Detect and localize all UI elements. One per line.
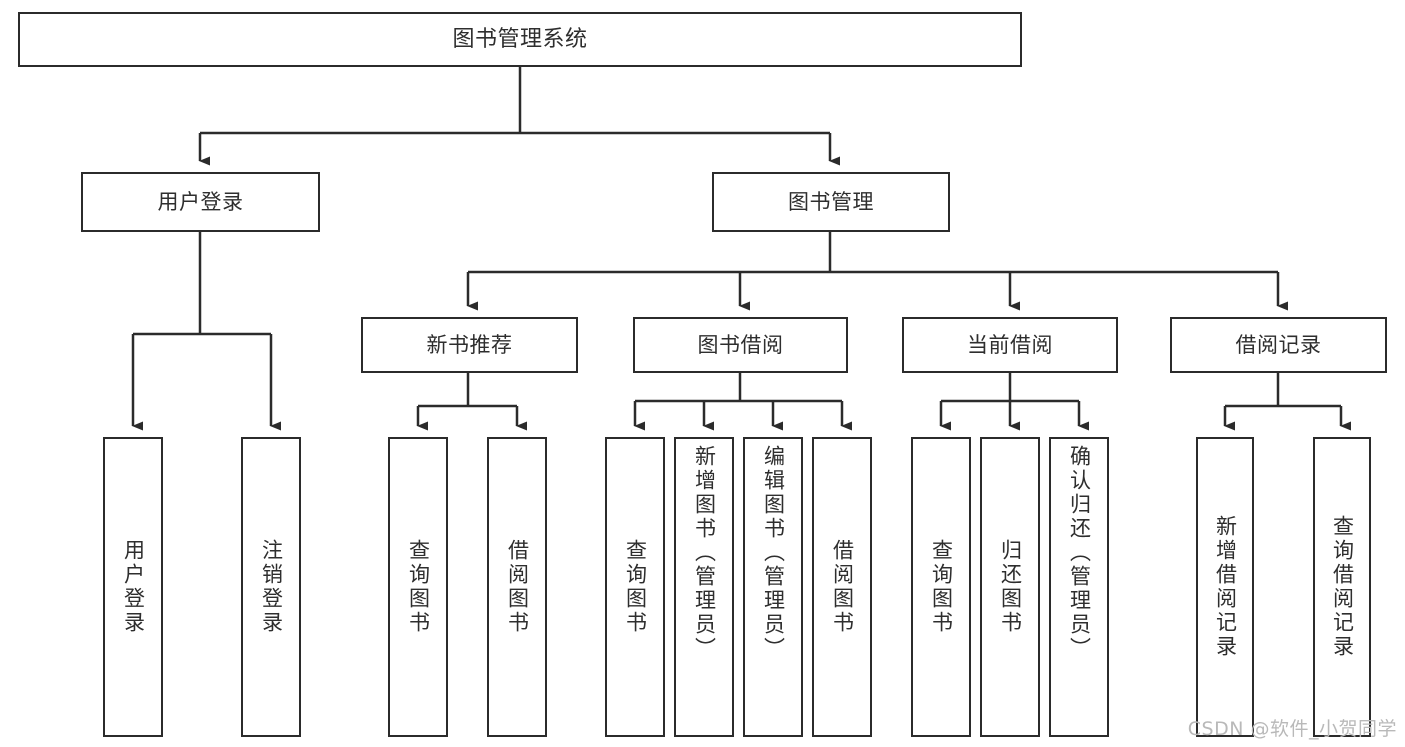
node-book-borrow-label: 图书借阅 bbox=[697, 332, 784, 357]
node-borrow-record-label: 借阅记录 bbox=[1235, 332, 1322, 357]
node-current-borrow[interactable]: 当前借阅 bbox=[902, 317, 1118, 373]
node-leaf-borrow-book-2-label: 借阅图书 bbox=[830, 539, 855, 635]
node-leaf-user-login-label: 用户登录 bbox=[121, 539, 146, 635]
node-leaf-borrow-book-2[interactable]: 借阅图书 bbox=[812, 437, 872, 737]
node-leaf-edit-book[interactable]: 编辑图书（管理员） bbox=[743, 437, 803, 737]
node-leaf-confirm-return[interactable]: 确认归还（管理员） bbox=[1049, 437, 1109, 737]
node-leaf-return-book[interactable]: 归还图书 bbox=[980, 437, 1040, 737]
node-user-login-label: 用户登录 bbox=[157, 189, 244, 214]
node-leaf-add-record-label: 新增借阅记录 bbox=[1213, 515, 1238, 659]
node-leaf-query-record[interactable]: 查询借阅记录 bbox=[1313, 437, 1371, 737]
node-book-manage[interactable]: 图书管理 bbox=[712, 172, 950, 232]
node-root-label: 图书管理系统 bbox=[452, 26, 588, 52]
node-book-manage-label: 图书管理 bbox=[788, 189, 874, 214]
node-leaf-query-book-1-label: 查询图书 bbox=[406, 539, 431, 635]
node-leaf-add-book-label: 新增图书（管理员） bbox=[692, 445, 717, 661]
node-leaf-user-login[interactable]: 用户登录 bbox=[103, 437, 163, 737]
node-book-borrow[interactable]: 图书借阅 bbox=[633, 317, 848, 373]
node-leaf-query-book-2-label: 查询图书 bbox=[623, 539, 648, 635]
node-leaf-borrow-book-1[interactable]: 借阅图书 bbox=[487, 437, 547, 737]
node-user-login[interactable]: 用户登录 bbox=[81, 172, 320, 232]
node-leaf-edit-book-label: 编辑图书（管理员） bbox=[761, 445, 786, 661]
node-leaf-logout[interactable]: 注销登录 bbox=[241, 437, 301, 737]
node-borrow-record[interactable]: 借阅记录 bbox=[1170, 317, 1387, 373]
node-leaf-query-book-3[interactable]: 查询图书 bbox=[911, 437, 971, 737]
node-leaf-logout-label: 注销登录 bbox=[259, 539, 284, 635]
node-root[interactable]: 图书管理系统 bbox=[18, 12, 1022, 67]
node-new-book-recommend[interactable]: 新书推荐 bbox=[361, 317, 578, 373]
node-leaf-query-book-2[interactable]: 查询图书 bbox=[605, 437, 665, 737]
node-new-book-recommend-label: 新书推荐 bbox=[426, 332, 513, 357]
node-leaf-query-book-3-label: 查询图书 bbox=[929, 539, 954, 635]
node-leaf-add-record[interactable]: 新增借阅记录 bbox=[1196, 437, 1254, 737]
node-leaf-confirm-return-label: 确认归还（管理员） bbox=[1067, 445, 1092, 661]
node-leaf-return-book-label: 归还图书 bbox=[998, 539, 1023, 635]
node-current-borrow-label: 当前借阅 bbox=[967, 332, 1053, 357]
node-leaf-query-record-label: 查询借阅记录 bbox=[1330, 515, 1355, 659]
node-leaf-borrow-book-1-label: 借阅图书 bbox=[505, 539, 530, 635]
node-leaf-add-book[interactable]: 新增图书（管理员） bbox=[674, 437, 734, 737]
node-leaf-query-book-1[interactable]: 查询图书 bbox=[388, 437, 448, 737]
